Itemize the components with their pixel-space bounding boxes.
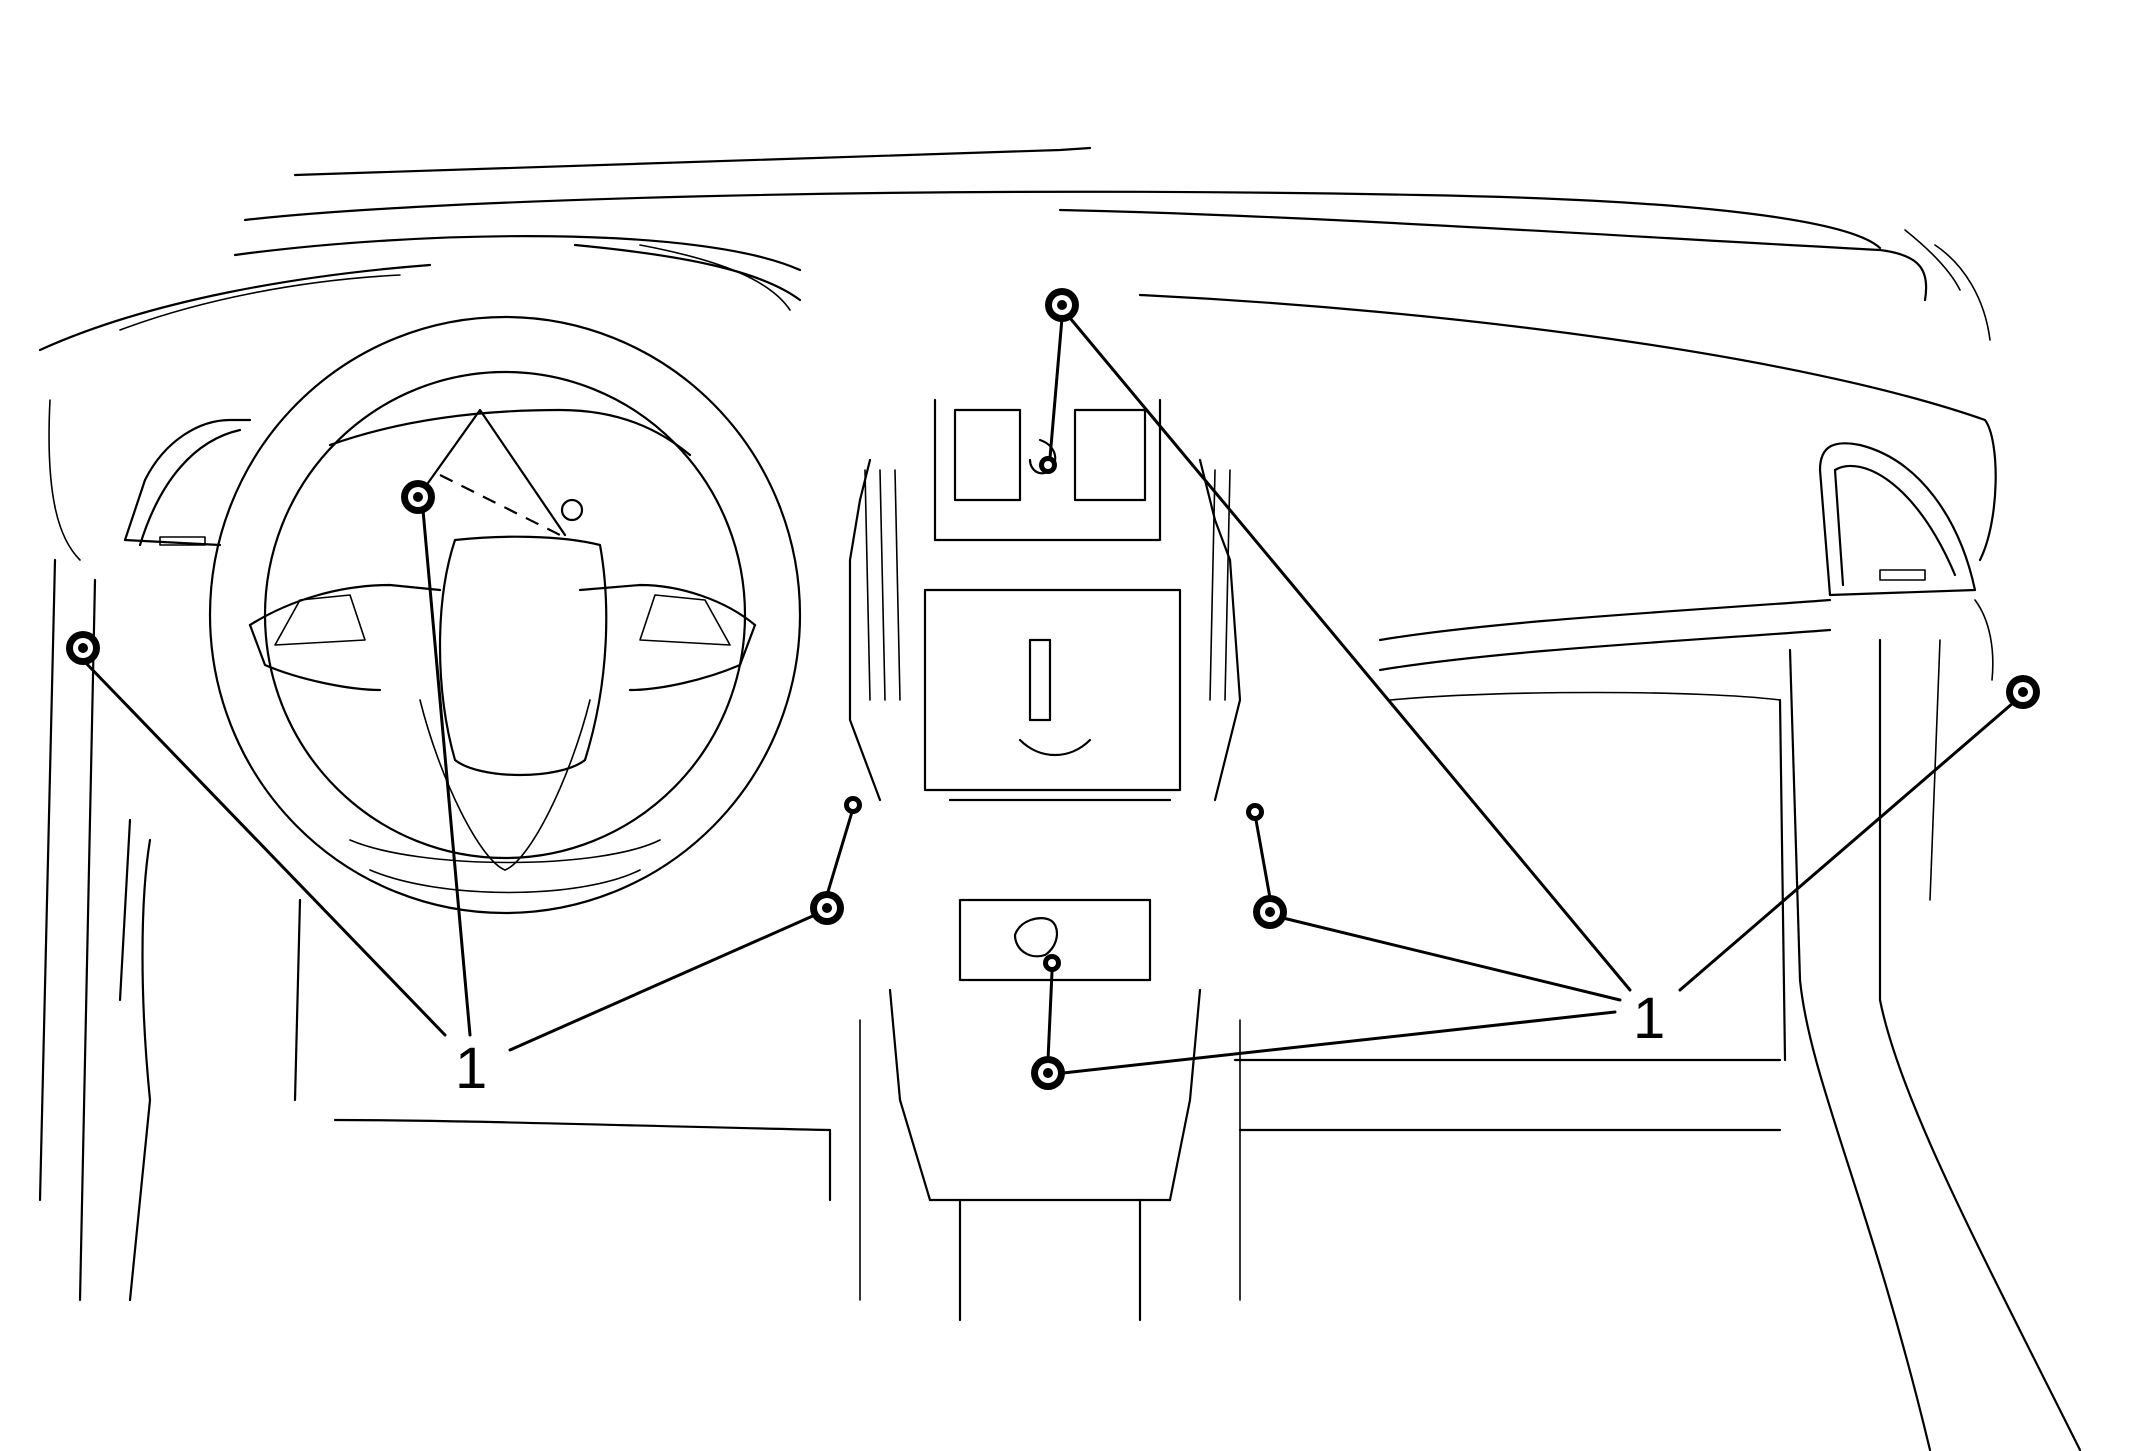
bolt-icon: [2006, 675, 2040, 709]
left-lower-dash: [38, 558, 832, 1302]
right-lower-dash: [1233, 598, 2082, 1451]
bolt-icon: [1045, 288, 1079, 322]
bolts: [66, 288, 2040, 1090]
wheel-bolt-pointer: [421, 408, 584, 537]
callout-label-right: 1: [1633, 986, 1665, 1051]
bolt-icon: [1031, 1056, 1065, 1090]
left-air-vent: [48, 399, 252, 561]
dashboard-outline: [38, 146, 1997, 562]
bolt-icon: [1246, 803, 1264, 821]
bolt-icon: [66, 631, 100, 665]
bolt-icon: [844, 796, 862, 814]
right-air-vent: [1818, 442, 1994, 681]
leader-lines: [81, 316, 2015, 1075]
bolt-icon: [1043, 954, 1061, 972]
bolt-icon: [1253, 895, 1287, 929]
callout-label-left: 1: [455, 1036, 487, 1101]
bolt-icon: [810, 891, 844, 925]
bolt-icon: [401, 480, 435, 514]
center-bracket: [848, 398, 1242, 1322]
steering-wheel-icon: [208, 315, 802, 915]
bolt-icon: [1039, 456, 1057, 474]
